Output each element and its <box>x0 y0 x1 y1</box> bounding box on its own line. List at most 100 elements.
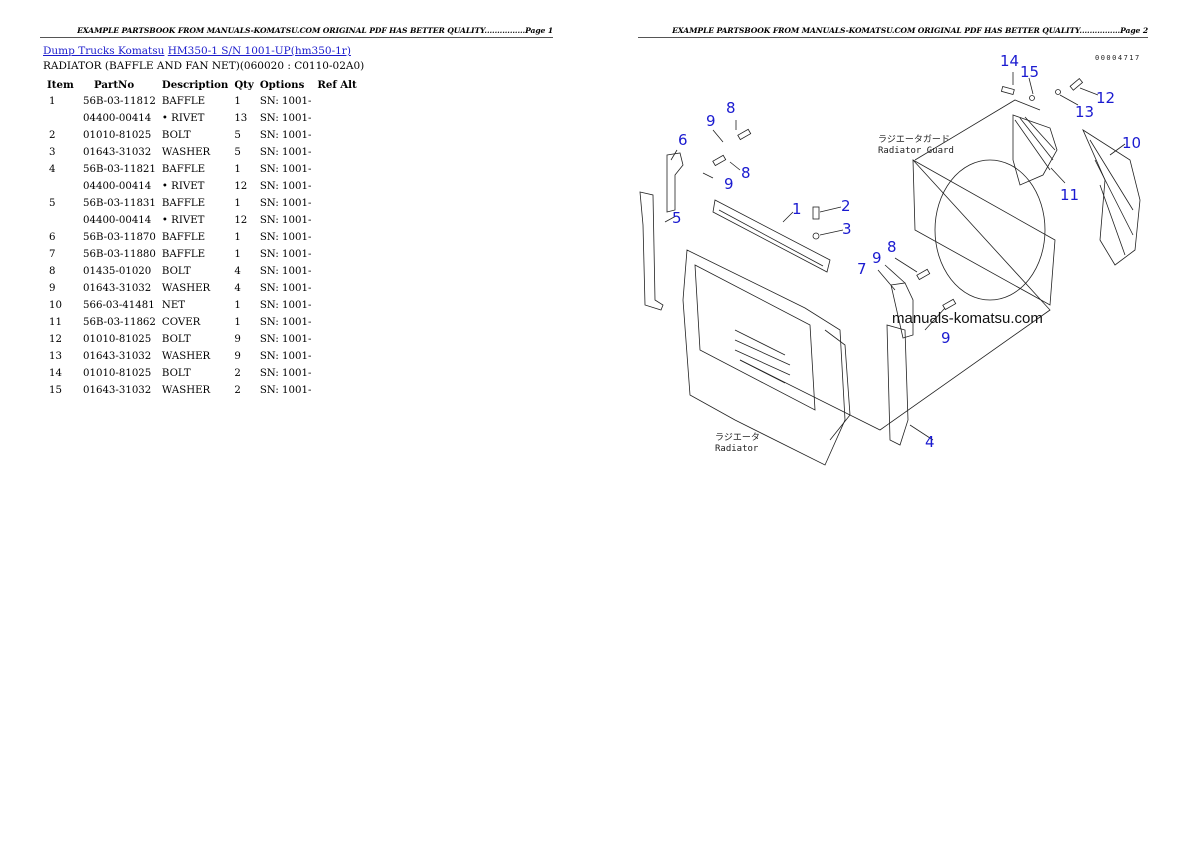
callout-13[interactable]: 13 <box>1075 103 1094 121</box>
baffle-1-shape <box>712 199 831 273</box>
qty-cell: 1 <box>234 249 241 260</box>
qty-cell: 5 <box>234 147 241 158</box>
partno-cell: 01643-31032 <box>83 385 152 396</box>
partno-cell: 04400-00414 <box>83 113 152 124</box>
callout-7[interactable]: 7 <box>857 260 867 278</box>
description-cell: BOLT <box>161 368 191 379</box>
baffle-4-shape <box>886 324 909 446</box>
partno-cell: 56B-03-11862 <box>83 317 156 328</box>
callout-12[interactable]: 12 <box>1096 89 1115 107</box>
partno-cell: 56B-03-11880 <box>83 249 156 260</box>
qty-cell: 13 <box>234 113 248 124</box>
watermark: manuals-komatsu.com <box>892 310 1043 327</box>
exploded-parts-diagram: ラジエータガード Radiator Guard ラジエータ Radiator 1… <box>639 52 1141 466</box>
callout-4[interactable]: 4 <box>925 433 935 451</box>
ref-alt-cell <box>314 161 359 178</box>
qty-cell: 5 <box>234 130 241 141</box>
partno-cell: 56B-03-11812 <box>83 96 156 107</box>
description-cell: BOLT <box>161 334 191 345</box>
description-cell: • RIVET <box>161 215 205 226</box>
qty-cell: 4 <box>234 266 241 277</box>
item-cell: 3 <box>49 147 56 158</box>
partno-cell: 01010-81025 <box>83 130 152 141</box>
callout-6[interactable]: 6 <box>678 131 688 149</box>
breadcrumb: Dump Trucks Komatsu HM350-1 S/N 1001-UP(… <box>43 45 351 57</box>
callout-9c[interactable]: 9 <box>872 249 882 267</box>
description-cell: COVER <box>161 317 201 328</box>
callout-5[interactable]: 5 <box>672 209 682 227</box>
ref-alt-cell <box>314 263 359 280</box>
options-cell: SN: 1001- <box>259 351 312 362</box>
options-cell: SN: 1001- <box>259 368 312 379</box>
callout-8c[interactable]: 8 <box>887 238 897 256</box>
table-header-row: Item PartNo Description Qty Options Ref … <box>44 77 360 93</box>
page-2: EXAMPLE PARTSBOOK FROM MANUALS-KOMATSU.C… <box>595 0 1190 842</box>
callout-1[interactable]: 1 <box>792 200 802 218</box>
options-cell: SN: 1001- <box>259 147 312 158</box>
callout-9b[interactable]: 9 <box>724 175 734 193</box>
partno-cell: 566-03-41481 <box>83 300 155 311</box>
callout-8a[interactable]: 8 <box>726 99 736 117</box>
callout-14[interactable]: 14 <box>1000 52 1019 70</box>
callout-11[interactable]: 11 <box>1060 186 1079 204</box>
options-cell: SN: 1001- <box>259 334 312 345</box>
radiator-en-label: Radiator <box>715 444 759 454</box>
ref-alt-cell <box>314 382 359 399</box>
radiator-shape <box>682 249 846 466</box>
options-cell: SN: 1001- <box>259 130 312 141</box>
description-cell: BOLT <box>161 130 191 141</box>
partno-cell: 01010-81025 <box>83 368 152 379</box>
ref-alt-cell <box>314 365 359 382</box>
options-cell: SN: 1001- <box>259 283 312 294</box>
description-cell: • RIVET <box>161 113 205 124</box>
options-cell: SN: 1001- <box>259 249 312 260</box>
partno-cell: 04400-00414 <box>83 181 152 192</box>
description-cell: BAFFLE <box>161 249 206 260</box>
item-cell: 4 <box>49 164 56 175</box>
ref-alt-cell <box>314 246 359 263</box>
col-description: Description <box>161 79 229 91</box>
item-cell <box>44 178 80 195</box>
qty-cell: 1 <box>234 232 241 243</box>
callout-9a[interactable]: 9 <box>706 112 716 130</box>
description-cell: WASHER <box>161 385 211 396</box>
callout-2[interactable]: 2 <box>841 197 851 215</box>
qty-cell: 12 <box>234 215 248 226</box>
category-link[interactable]: Dump Trucks Komatsu <box>43 45 165 57</box>
ref-alt-cell <box>314 212 359 229</box>
qty-cell: 2 <box>234 385 241 396</box>
col-partno: PartNo <box>94 79 135 91</box>
callout-9d[interactable]: 9 <box>941 329 951 347</box>
qty-cell: 9 <box>234 351 241 362</box>
callout-8b[interactable]: 8 <box>741 164 751 182</box>
ref-alt-cell <box>314 348 359 365</box>
callout-10[interactable]: 10 <box>1122 134 1141 152</box>
callout-3[interactable]: 3 <box>842 220 852 238</box>
callout-15[interactable]: 15 <box>1020 63 1039 81</box>
description-cell: BAFFLE <box>161 232 206 243</box>
item-cell: 13 <box>49 351 62 362</box>
model-link[interactable]: HM350-1 S/N 1001-UP(hm350-1r) <box>167 45 351 57</box>
qty-cell: 4 <box>234 283 241 294</box>
partno-cell: 01643-31032 <box>83 351 152 362</box>
ref-alt-cell <box>314 314 359 331</box>
ref-alt-cell <box>314 297 359 314</box>
qty-cell: 1 <box>234 164 241 175</box>
ref-alt-cell <box>314 229 359 246</box>
options-cell: SN: 1001- <box>259 198 312 209</box>
options-cell: SN: 1001- <box>259 164 312 175</box>
options-cell: SN: 1001- <box>259 266 312 277</box>
partno-cell: 01010-81025 <box>83 334 152 345</box>
radiator-guard-en-label: Radiator Guard <box>878 146 954 156</box>
